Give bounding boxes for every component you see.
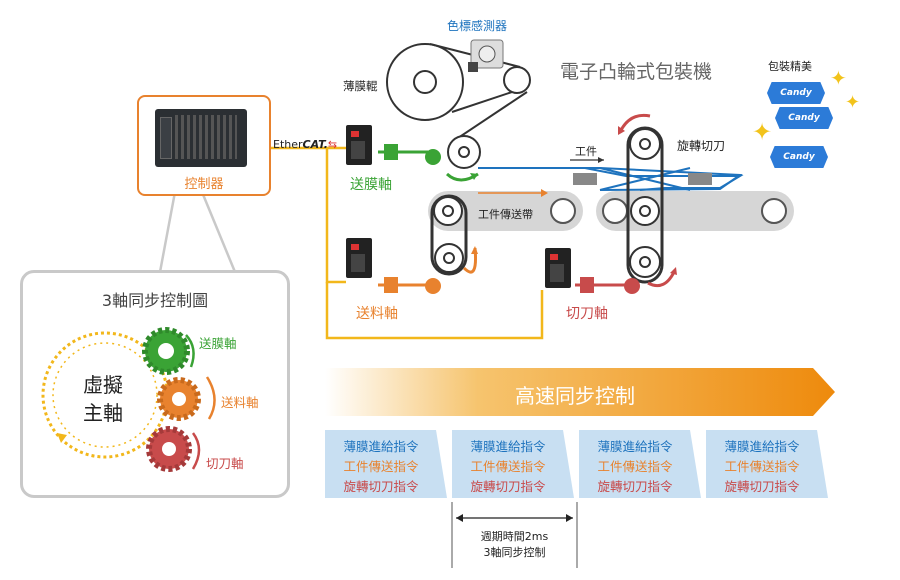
controller-label: 控制器 bbox=[184, 177, 224, 192]
gear-film bbox=[425, 149, 441, 165]
film-command-text: 薄膜進給指令 bbox=[724, 439, 800, 454]
callout-lines bbox=[158, 191, 237, 273]
cutter-command-text: 旋轉切刀指令 bbox=[343, 479, 419, 494]
sync-cutter-label: 切刀軸 bbox=[206, 456, 244, 471]
sparkle-icon: ✦ bbox=[845, 92, 861, 113]
cutter-axis-label: 切刀軸 bbox=[566, 306, 608, 322]
network-lines bbox=[267, 146, 544, 340]
workpiece-block-2 bbox=[688, 173, 712, 185]
machine-title: 電子凸輪式包裝機 bbox=[560, 61, 713, 83]
packed-label: 包裝精美 bbox=[768, 60, 812, 73]
film-axis-label: 送膜軸 bbox=[350, 177, 392, 193]
sync-diagram-title: 3軸同步控制圖 bbox=[101, 291, 209, 310]
conveyor-command-text: 工件傳送指令 bbox=[343, 459, 419, 474]
candy-package-3: Candy bbox=[770, 146, 828, 168]
feed-belt bbox=[430, 194, 468, 276]
film-guide-roller bbox=[503, 66, 531, 94]
cutter-command-text: 旋轉切刀指令 bbox=[470, 479, 546, 494]
workpiece-block-1 bbox=[573, 173, 597, 185]
film-roll-label: 薄膜輥 bbox=[343, 79, 378, 93]
command-group-2: 薄膜進給指令 工件傳送指令 旋轉切刀指令 bbox=[452, 430, 574, 498]
conveyor-command-text: 工件傳送指令 bbox=[724, 459, 800, 474]
gear-cutter bbox=[624, 278, 640, 294]
film-command-text: 薄膜進給指令 bbox=[470, 439, 546, 454]
cycle-sync-label: 3軸同步控制 bbox=[483, 546, 546, 559]
cutter-command-text: 旋轉切刀指令 bbox=[597, 479, 673, 494]
rotary-cutter-label: 旋轉切刀 bbox=[677, 139, 726, 153]
candy-package-1: Candy bbox=[767, 82, 825, 104]
workpiece-label: 工件 bbox=[575, 145, 597, 158]
virtual-main-label-line2: 主軸 bbox=[83, 401, 123, 425]
cutter-command-text: 旋轉切刀指令 bbox=[724, 479, 800, 494]
film-axis-motor bbox=[384, 144, 398, 160]
conveyor-command-text: 工件傳送指令 bbox=[470, 459, 546, 474]
color-mark-sensor-device bbox=[468, 39, 504, 72]
sync-gears-drawing bbox=[41, 327, 216, 472]
film-roll-core bbox=[413, 70, 437, 94]
cutter-axis-drive bbox=[545, 248, 571, 288]
virtual-main-arrow bbox=[57, 433, 67, 443]
feed-axis-label: 送料軸 bbox=[356, 306, 398, 322]
film-axis-drive bbox=[346, 125, 372, 165]
command-group-4: 薄膜進給指令 工件傳送指令 旋轉切刀指令 bbox=[706, 430, 828, 498]
sync-diagram-panel: 3軸同步控制圖 虛擬 主軸 送膜軸 送料軸 切刀軸 bbox=[20, 270, 290, 498]
gear-feed bbox=[425, 278, 441, 294]
feed-axis-motor bbox=[384, 277, 398, 293]
film-command-text: 薄膜進給指令 bbox=[343, 439, 419, 454]
controller-device-image bbox=[155, 109, 247, 167]
sync-film-label: 送膜軸 bbox=[199, 336, 237, 351]
color-mark-sensor-label: 色標感測器 bbox=[447, 19, 508, 33]
film-command-text: 薄膜進給指令 bbox=[597, 439, 673, 454]
sync-banner-arrow bbox=[325, 368, 835, 416]
conveyor-command-text: 工件傳送指令 bbox=[597, 459, 673, 474]
sync-banner-text: 高速同步控制 bbox=[515, 384, 635, 408]
conveyor-label: 工件傳送帶 bbox=[478, 206, 533, 222]
cycle-time-label: 週期時間2ms bbox=[480, 530, 549, 543]
sparkle-icon: ✦ bbox=[752, 118, 773, 146]
sync-feed-label: 送料軸 bbox=[221, 395, 259, 410]
cutter-axis-motor bbox=[580, 277, 594, 293]
network-branch-feed-line bbox=[325, 148, 346, 284]
film-web-outline bbox=[478, 167, 743, 191]
film-feed-roller-core bbox=[458, 146, 470, 158]
sparkle-icon: ✦ bbox=[830, 66, 847, 90]
candy-package-2: Candy bbox=[775, 107, 833, 129]
controller-box: 控制器 bbox=[137, 95, 271, 196]
feed-axis-drive bbox=[346, 238, 372, 278]
command-group-3: 薄膜進給指令 工件傳送指令 旋轉切刀指令 bbox=[579, 430, 701, 498]
ethercat-logo: EtherCAT.⇆ bbox=[273, 138, 338, 151]
command-group-1: 薄膜進給指令 工件傳送指令 旋轉切刀指令 bbox=[325, 430, 447, 498]
virtual-main-label-line1: 虛擬 bbox=[83, 373, 123, 397]
network-branch-cutter-line bbox=[325, 282, 544, 340]
